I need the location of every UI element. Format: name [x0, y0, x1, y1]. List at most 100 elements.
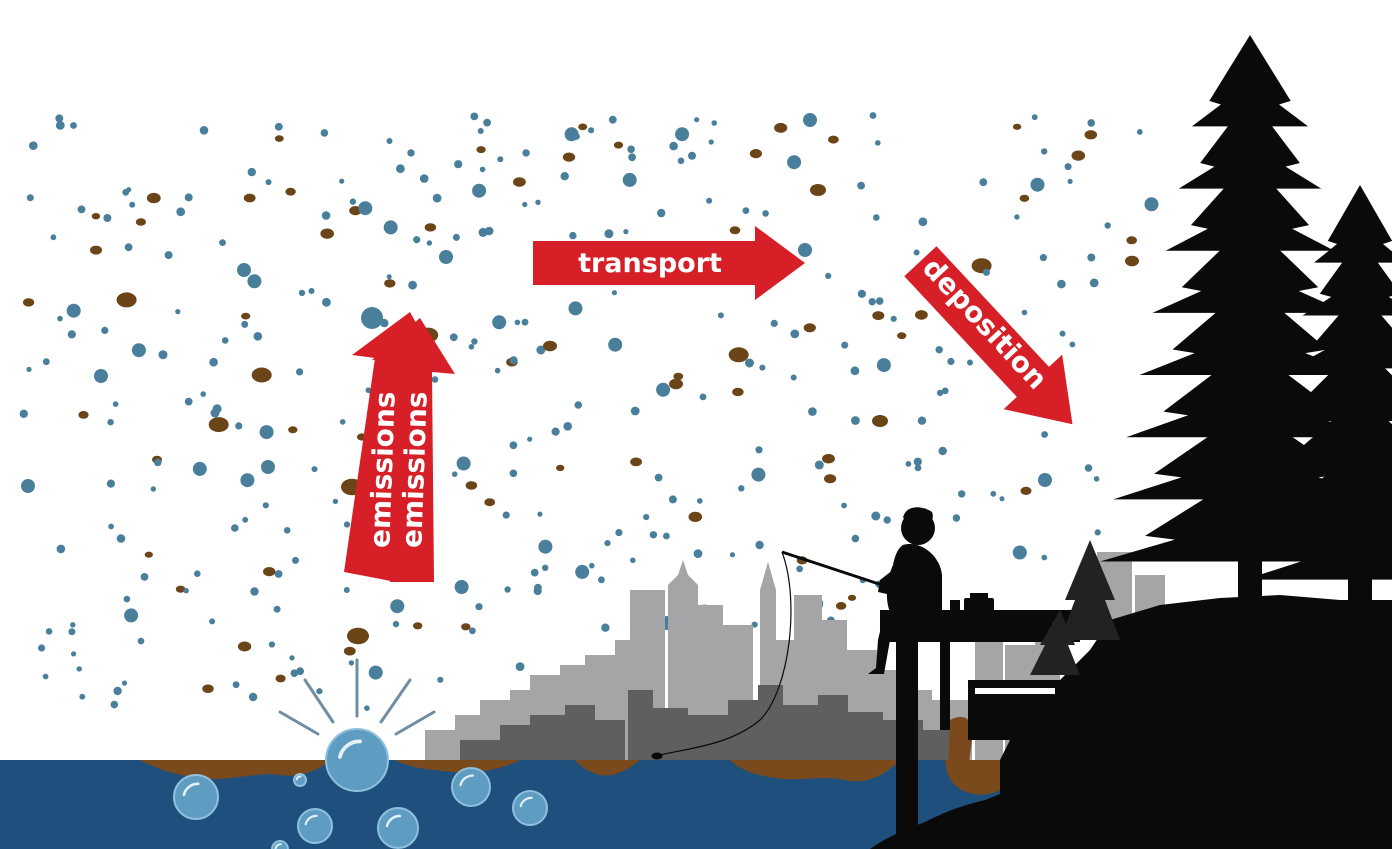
particle-icon: [872, 415, 888, 427]
particle-icon: [790, 329, 800, 339]
particle-icon: [533, 586, 542, 596]
particle-icon: [140, 573, 149, 581]
particle-icon: [563, 422, 572, 431]
particle-icon: [235, 422, 243, 430]
particle-icon: [515, 662, 525, 671]
particle-icon: [408, 280, 417, 290]
particle-icon: [875, 297, 884, 305]
particle-icon: [348, 660, 355, 666]
particle-icon: [129, 201, 136, 208]
particle-icon: [1089, 278, 1099, 288]
particle-icon: [183, 588, 189, 594]
particle-icon: [116, 534, 126, 543]
particle-icon: [274, 135, 284, 142]
particle-icon: [941, 387, 949, 395]
particle-icon: [308, 288, 315, 294]
particle-icon: [483, 118, 491, 127]
particle-icon: [814, 460, 824, 470]
particle-icon: [615, 529, 623, 537]
particle-icon: [26, 194, 34, 202]
particle-icon: [1104, 222, 1111, 229]
particle-icon: [110, 700, 119, 709]
particle-icon: [50, 234, 57, 241]
particle-icon: [990, 490, 997, 497]
particle-icon: [751, 467, 766, 482]
particle-icon: [55, 114, 64, 123]
particle-icon: [1064, 163, 1072, 171]
particle-icon: [71, 651, 77, 657]
particle-icon: [384, 279, 396, 288]
particle-icon: [439, 250, 453, 264]
particle-icon: [471, 338, 478, 345]
particle-icon: [237, 641, 252, 652]
particle-icon: [386, 138, 393, 144]
particle-icon: [454, 160, 463, 169]
particle-icon: [241, 320, 249, 328]
particle-icon: [598, 576, 605, 584]
particle-icon: [288, 426, 298, 434]
particle-icon: [869, 112, 877, 119]
particle-icon: [822, 453, 835, 464]
particle-icon: [627, 145, 635, 154]
particle-icon: [296, 368, 304, 376]
particle-icon: [332, 498, 339, 505]
particle-icon: [316, 688, 323, 695]
particle-icon: [103, 214, 112, 222]
particle-icon: [292, 556, 299, 564]
particle-icon: [42, 673, 49, 680]
particle-icon: [113, 686, 122, 696]
particle-icon: [56, 544, 66, 554]
particle-icon: [358, 201, 373, 216]
particle-icon: [742, 207, 750, 215]
particle-icon: [857, 181, 865, 190]
particle-icon: [194, 570, 201, 577]
particle-icon: [890, 315, 897, 322]
particle-icon: [240, 473, 255, 488]
particle-icon: [851, 416, 860, 425]
particle-icon: [1012, 545, 1027, 560]
particle-icon: [124, 243, 133, 252]
particle-icon: [608, 337, 623, 352]
particle-icon: [123, 595, 131, 603]
particle-icon: [527, 436, 533, 442]
particle-icon: [967, 359, 973, 366]
particle-icon: [759, 364, 766, 371]
particle-icon: [611, 290, 618, 296]
particle-icon: [449, 333, 458, 342]
particle-icon: [175, 585, 186, 593]
emission-burst-icon: [278, 658, 436, 736]
particle-icon: [663, 532, 670, 540]
particle-icon: [57, 315, 63, 322]
particle-icon: [231, 524, 239, 532]
bubble-icon: [173, 774, 219, 820]
particle-icon: [669, 141, 678, 151]
particle-icon: [184, 397, 193, 406]
particle-icon: [868, 298, 876, 306]
particle-icon: [630, 406, 640, 416]
particle-icon: [55, 121, 65, 130]
particle-icon: [320, 228, 335, 239]
particle-icon: [755, 446, 763, 454]
particle-icon: [798, 243, 812, 257]
particle-icon: [669, 378, 683, 390]
particle-icon: [146, 192, 161, 204]
particle-icon: [176, 207, 186, 217]
particle-icon: [29, 141, 38, 150]
shore-silhouette: [1000, 595, 1392, 849]
particle-icon: [298, 289, 306, 297]
particle-icon: [543, 340, 557, 352]
particle-icon: [451, 471, 458, 478]
particle-icon: [265, 179, 272, 186]
fisherman-icon: [868, 507, 994, 674]
particle-icon: [847, 594, 857, 601]
particle-icon: [1041, 431, 1048, 438]
particle-icon: [383, 220, 398, 235]
particle-icon: [729, 552, 736, 558]
particle-icon: [261, 460, 275, 474]
particle-icon: [484, 226, 494, 236]
particle-icon: [589, 562, 595, 569]
particle-icon: [936, 389, 944, 397]
particle-icon: [202, 684, 214, 693]
particle-icon: [787, 155, 802, 170]
